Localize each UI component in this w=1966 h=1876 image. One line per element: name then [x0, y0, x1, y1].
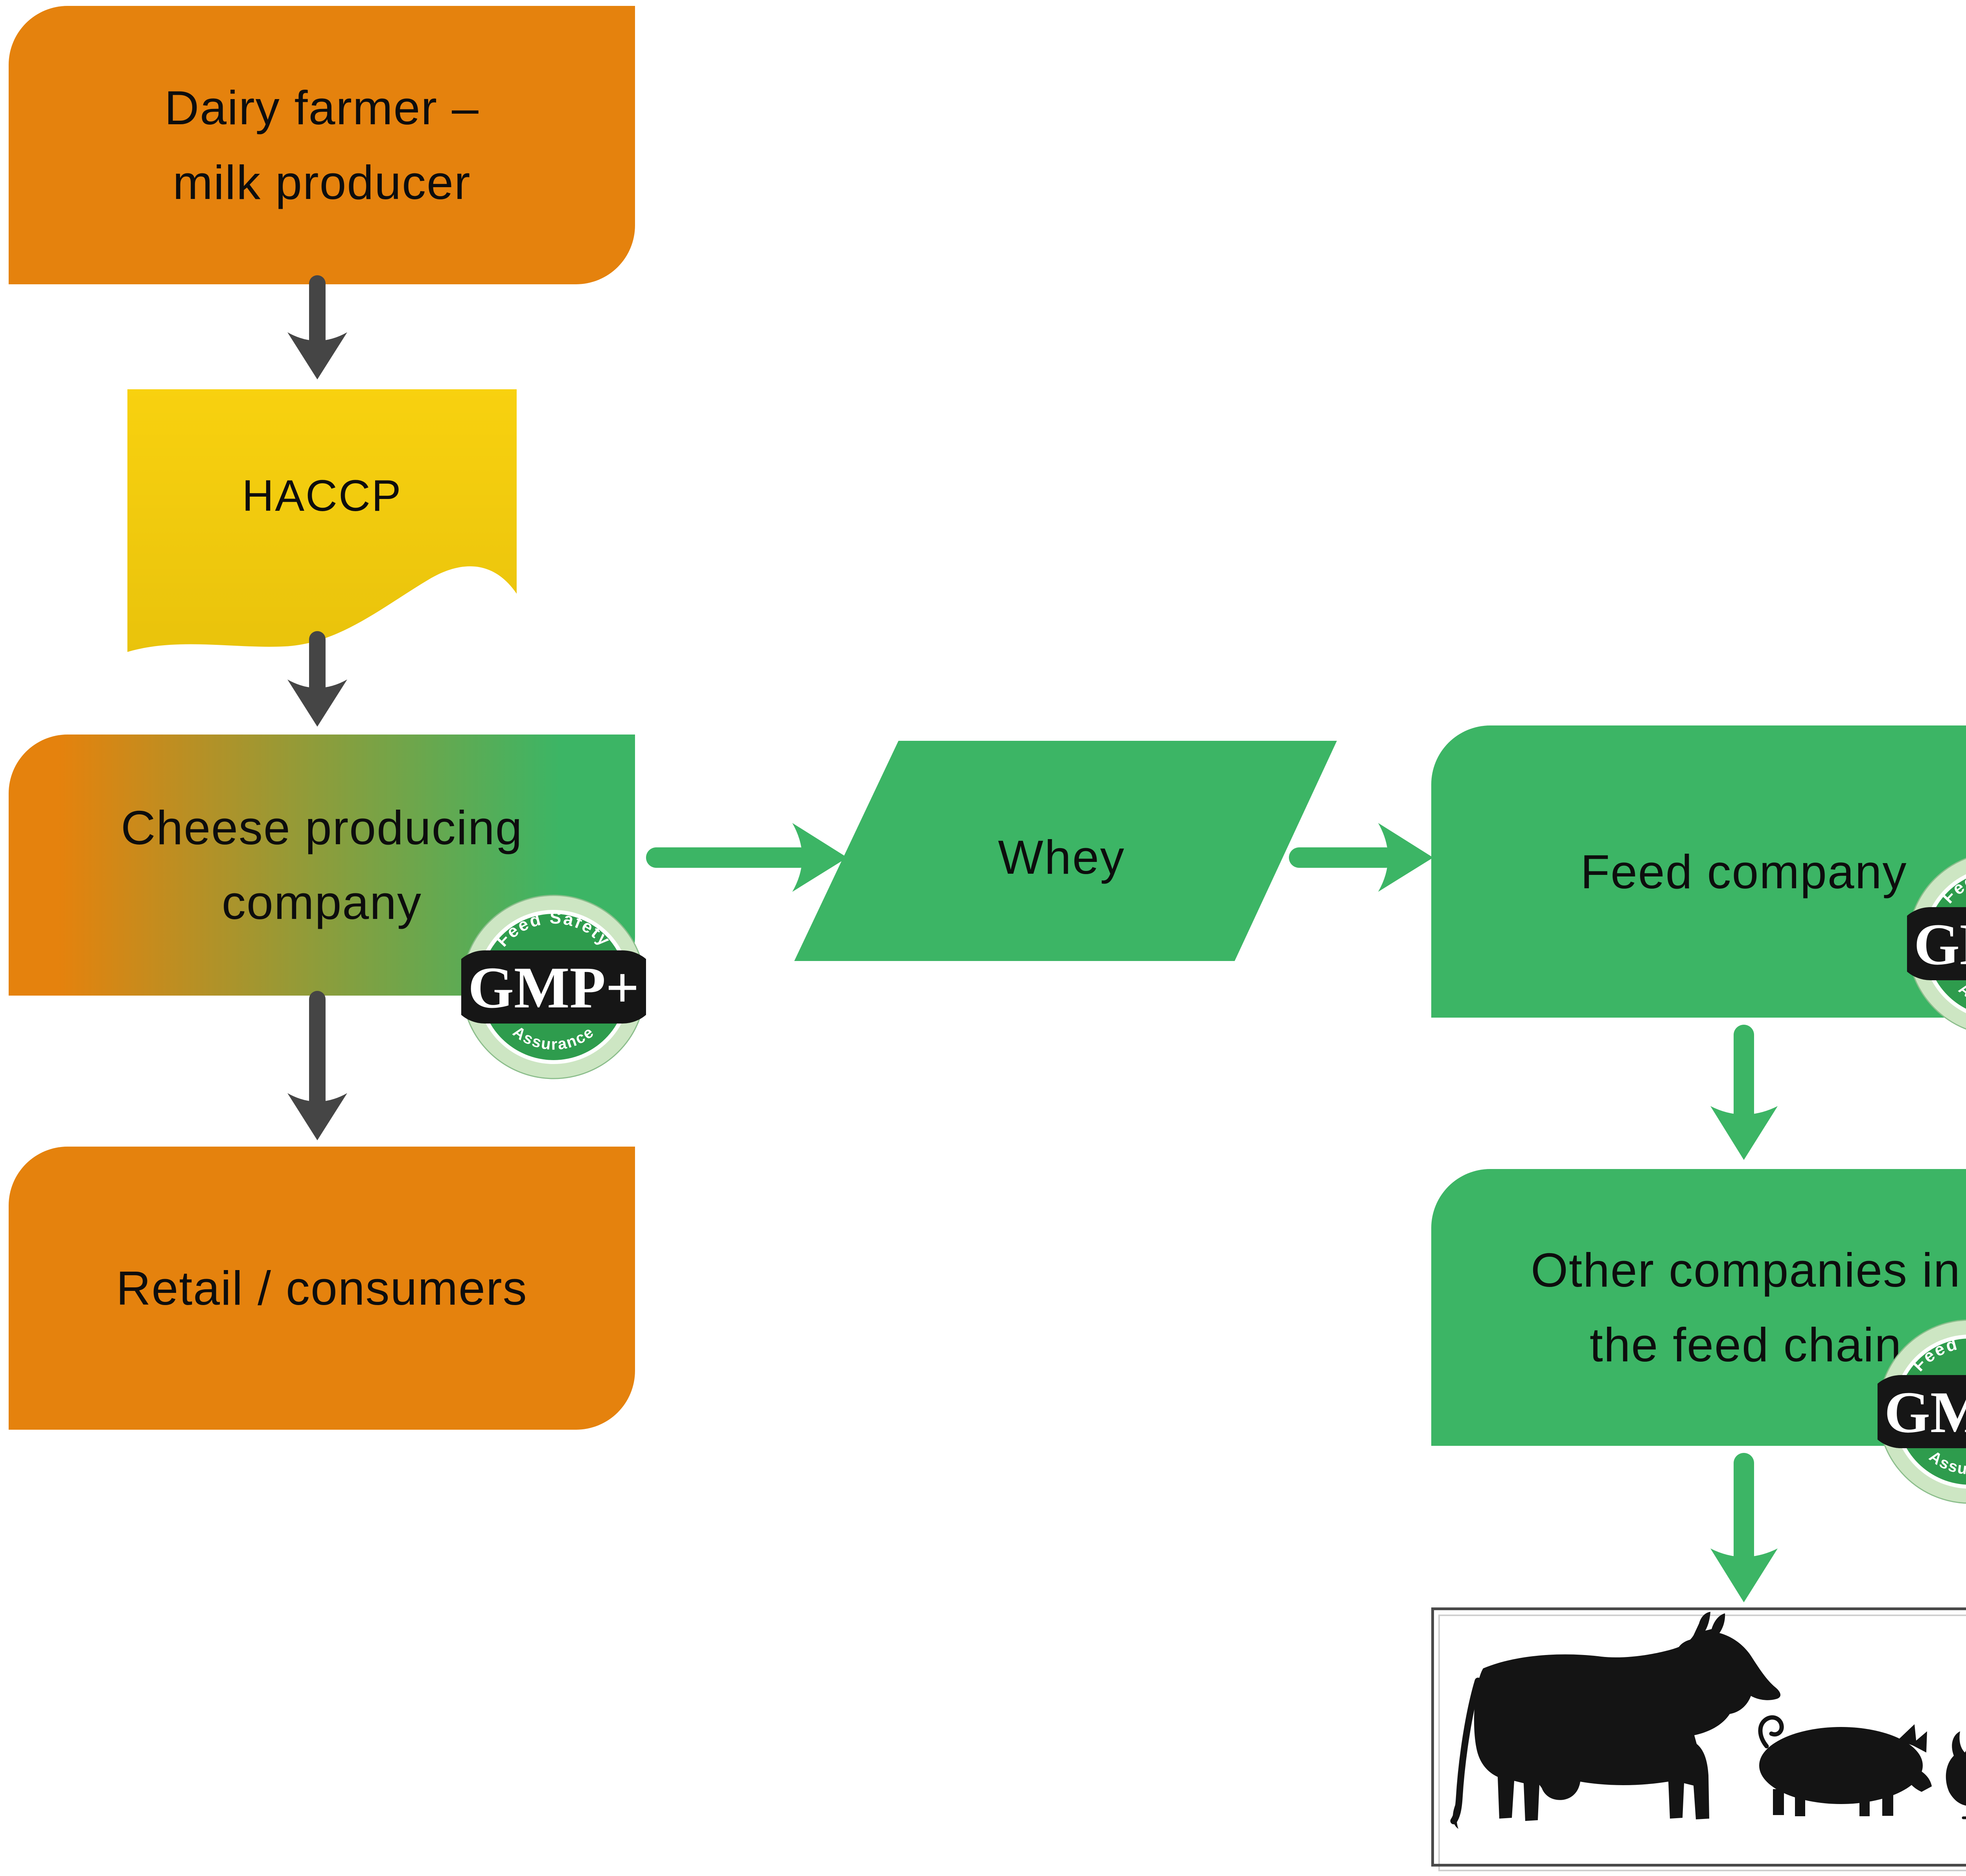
haccp-document-shape — [127, 389, 517, 652]
arrow-down-dairy-to-haccp — [287, 275, 347, 379]
livestock-image — [1431, 1607, 1966, 1867]
arrow-right-cheese-to-whey — [646, 823, 847, 892]
arrow-down-other-to-animals — [1710, 1453, 1778, 1602]
node-feed-company: Feed company — [1431, 725, 1966, 1018]
badge-band — [461, 950, 646, 1024]
gmp-badge-icon: Feed Safety Assurance GMP+ — [1907, 858, 1966, 1030]
node-haccp-label: HACCP — [242, 471, 402, 520]
node-cheese-line2: company — [221, 876, 422, 929]
node-cheese-line1: Cheese producing — [121, 801, 523, 854]
pig-icon — [1758, 1715, 1932, 1816]
badge-gmp-text: GMP+ — [468, 955, 639, 1020]
arrow-down-haccp-to-cheese — [287, 631, 347, 727]
node-dairy-line1: Dairy farmer – — [164, 81, 479, 134]
node-feed-label: Feed company — [1580, 845, 1907, 898]
livestock-image-frame-shadow — [1438, 1615, 1966, 1871]
node-retail-consumers: Retail / consumers — [9, 1147, 635, 1430]
node-other-line1: Other companies in — [1531, 1243, 1961, 1297]
badge-gmp-text: GMP+ — [1914, 912, 1966, 977]
gmp-badge-icon: Feed Safety Assurance GMP+ — [1878, 1319, 1966, 1504]
arrow-down-feed-to-other — [1710, 1025, 1778, 1160]
node-other-line2: the feed chain — [1589, 1318, 1902, 1372]
badge-band — [1907, 907, 1966, 980]
node-other-companies: Other companies in the feed chain — [1431, 1169, 1966, 1446]
arrow-down-cheese-to-retail — [287, 991, 347, 1140]
badge-gmp-text: GMP+ — [1884, 1380, 1966, 1445]
arrow-right-whey-to-feed — [1289, 823, 1433, 892]
gmp-badge-icon: Feed Safety Assurance GMP+ — [461, 895, 646, 1079]
node-dairy-line2: milk producer — [173, 156, 471, 209]
rooster-icon — [1946, 1731, 1966, 1819]
badge-band — [1878, 1375, 1966, 1448]
node-whey-shape — [794, 741, 1337, 961]
node-whey-label: Whey — [998, 830, 1125, 884]
node-dairy-farmer: Dairy farmer – milk producer — [9, 6, 635, 284]
livestock-silhouettes — [1450, 1612, 1966, 1829]
node-retail-label: Retail / consumers — [116, 1261, 528, 1315]
cow-icon — [1450, 1612, 1781, 1829]
